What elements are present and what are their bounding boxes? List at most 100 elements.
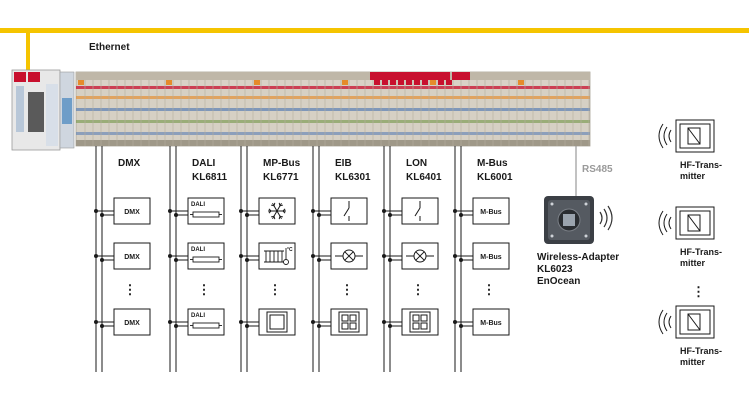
junction-dot [168, 254, 172, 258]
wireless-adapter [544, 196, 594, 244]
device-label: M-Bus [480, 254, 501, 261]
junction-dot [168, 320, 172, 324]
terminal-slot [206, 80, 212, 85]
junction-dot [94, 254, 98, 258]
lamp-icon [335, 249, 363, 263]
terminal-slot [326, 80, 332, 85]
damper-inner [269, 314, 285, 330]
terminal-slot [478, 80, 484, 85]
terminal-slices [78, 80, 590, 146]
terminal-slot [262, 80, 268, 85]
junction-dot [239, 320, 243, 324]
terminal-slot [582, 80, 588, 85]
device-box [472, 242, 510, 270]
junction-dot [245, 258, 249, 262]
bus-module: KL6401 [406, 172, 442, 183]
hf-transmitter-icon [658, 119, 715, 153]
terminal-slot [414, 80, 420, 85]
terminal-slot [86, 80, 92, 85]
device-ellipsis: ⋮ [124, 282, 137, 297]
junction-dot [311, 320, 315, 324]
terminal-slot [486, 80, 492, 85]
device-label: DALI [191, 313, 205, 319]
terminal-slot [310, 80, 316, 85]
terminal-slot [158, 80, 164, 85]
terminal-slot [78, 80, 84, 85]
terminal-slot [558, 80, 564, 85]
controller [11, 69, 75, 151]
keypad-icon [409, 311, 431, 333]
device-box [258, 308, 296, 336]
junction-dot [174, 324, 178, 328]
device-label: DMX [124, 254, 140, 261]
terminal-slot [118, 80, 124, 85]
heater-icon [264, 248, 289, 265]
device-ellipsis: ⋮ [269, 282, 282, 297]
terminal-slot [214, 80, 220, 85]
terminal-slot [174, 80, 180, 85]
terminal-slot [246, 80, 252, 85]
junction-dot [100, 324, 104, 328]
bus-title: LON [406, 158, 427, 169]
terminal-slot [382, 80, 388, 85]
bus-title: EIB [335, 158, 352, 169]
junction-dot [168, 209, 172, 213]
terminal-slot [222, 80, 228, 85]
hf-transmitter-label: mitter [680, 171, 706, 181]
junction-dot [388, 324, 392, 328]
junction-dot [317, 324, 321, 328]
junction-dot [382, 209, 386, 213]
junction-dot [317, 213, 321, 217]
device-box [113, 242, 151, 270]
device-box [187, 197, 225, 225]
terminal-slot [238, 80, 244, 85]
bus-module: KL6001 [477, 172, 513, 183]
bus-title: DMX [118, 158, 141, 169]
junction-dot [459, 324, 463, 328]
device-label: DALI [191, 202, 205, 208]
terminal-slot [286, 80, 292, 85]
hf-transmitter-label: mitter [680, 357, 706, 367]
device-box [187, 308, 225, 336]
ethernet-label: Ethernet [89, 42, 130, 53]
terminal-slot [126, 80, 132, 85]
terminal-slot [422, 80, 428, 85]
device-box [330, 308, 368, 336]
device-box [258, 242, 296, 270]
rs485-label: RS485 [582, 164, 613, 175]
hf-transmitter-label: mitter [680, 258, 706, 268]
junction-dot [459, 258, 463, 262]
junction-dot [94, 209, 98, 213]
device-ellipsis: ⋮ [483, 282, 496, 297]
junction-dot [174, 213, 178, 217]
terminal-slot [166, 80, 172, 85]
terminal-slot [134, 80, 140, 85]
terminal-slot [198, 80, 204, 85]
bus-module: KL6771 [263, 172, 299, 183]
terminal-slot [374, 80, 380, 85]
device-ellipsis: ⋮ [341, 282, 354, 297]
junction-dot [174, 258, 178, 262]
terminal-slot [566, 80, 572, 85]
device-box [472, 197, 510, 225]
hf-transmitters: HF-Trans-mitterHF-Trans-mitterHF-Trans-m… [658, 119, 722, 367]
bus-module: KL6301 [335, 172, 371, 183]
terminal-slot [446, 80, 452, 85]
keypad-icon [338, 311, 360, 333]
junction-dot [311, 254, 315, 258]
wireless-adapter-name: Wireless-Adapter [537, 252, 619, 263]
terminal-slot [438, 80, 444, 85]
junction-dot [317, 258, 321, 262]
hf-transmitter-icon [658, 305, 715, 339]
terminal-slot [494, 80, 500, 85]
switch-icon [414, 201, 421, 221]
junction-dot [388, 258, 392, 262]
terminal-slot [254, 80, 260, 85]
terminal-slot [518, 80, 524, 85]
terminal-slot [102, 80, 108, 85]
bus-title: M-Bus [477, 158, 508, 169]
hf-transmitter-label: HF-Trans- [680, 346, 722, 356]
junction-dot [239, 254, 243, 258]
ethernet-drop [26, 30, 30, 78]
